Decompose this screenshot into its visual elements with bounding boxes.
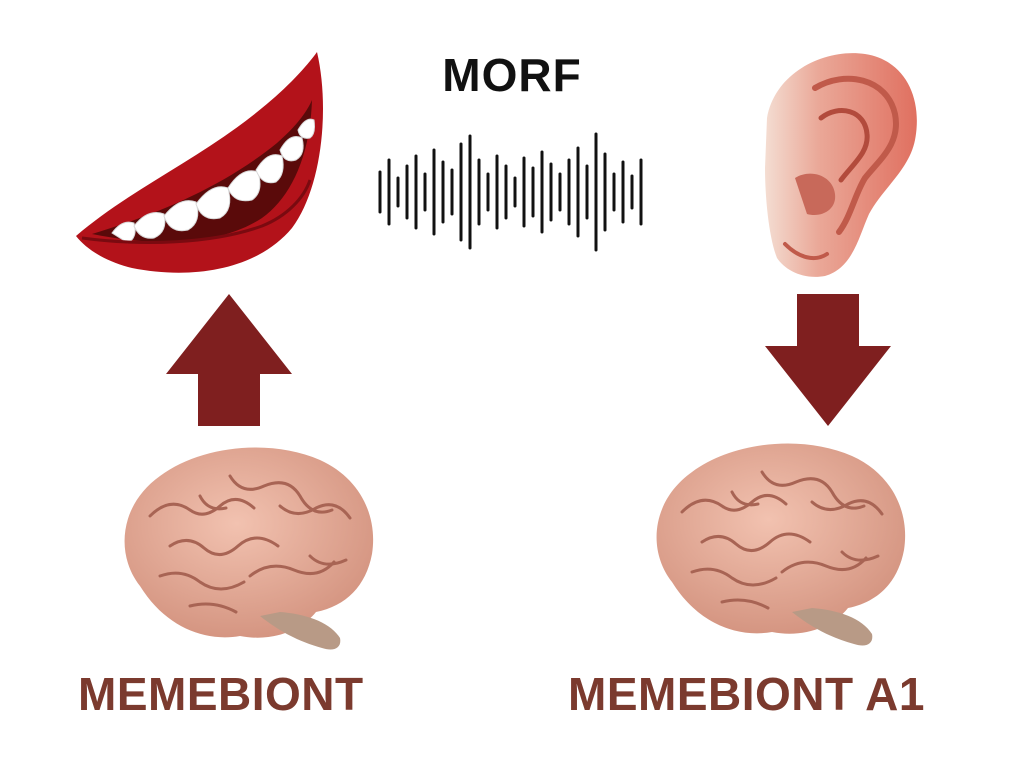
memebiont-label: MEMEBIONT xyxy=(78,668,364,720)
sound-wave-icon xyxy=(378,132,643,252)
lips-icon xyxy=(76,52,324,273)
brain-left-icon xyxy=(124,447,374,650)
brain-right-icon xyxy=(656,443,906,646)
arrow-down-icon xyxy=(765,294,891,426)
diagram-title: MORF xyxy=(442,49,582,101)
arrow-up-icon xyxy=(166,294,292,426)
ear-icon xyxy=(765,53,917,277)
memebiont-a1-label: MEMEBIONT A1 xyxy=(568,668,925,720)
